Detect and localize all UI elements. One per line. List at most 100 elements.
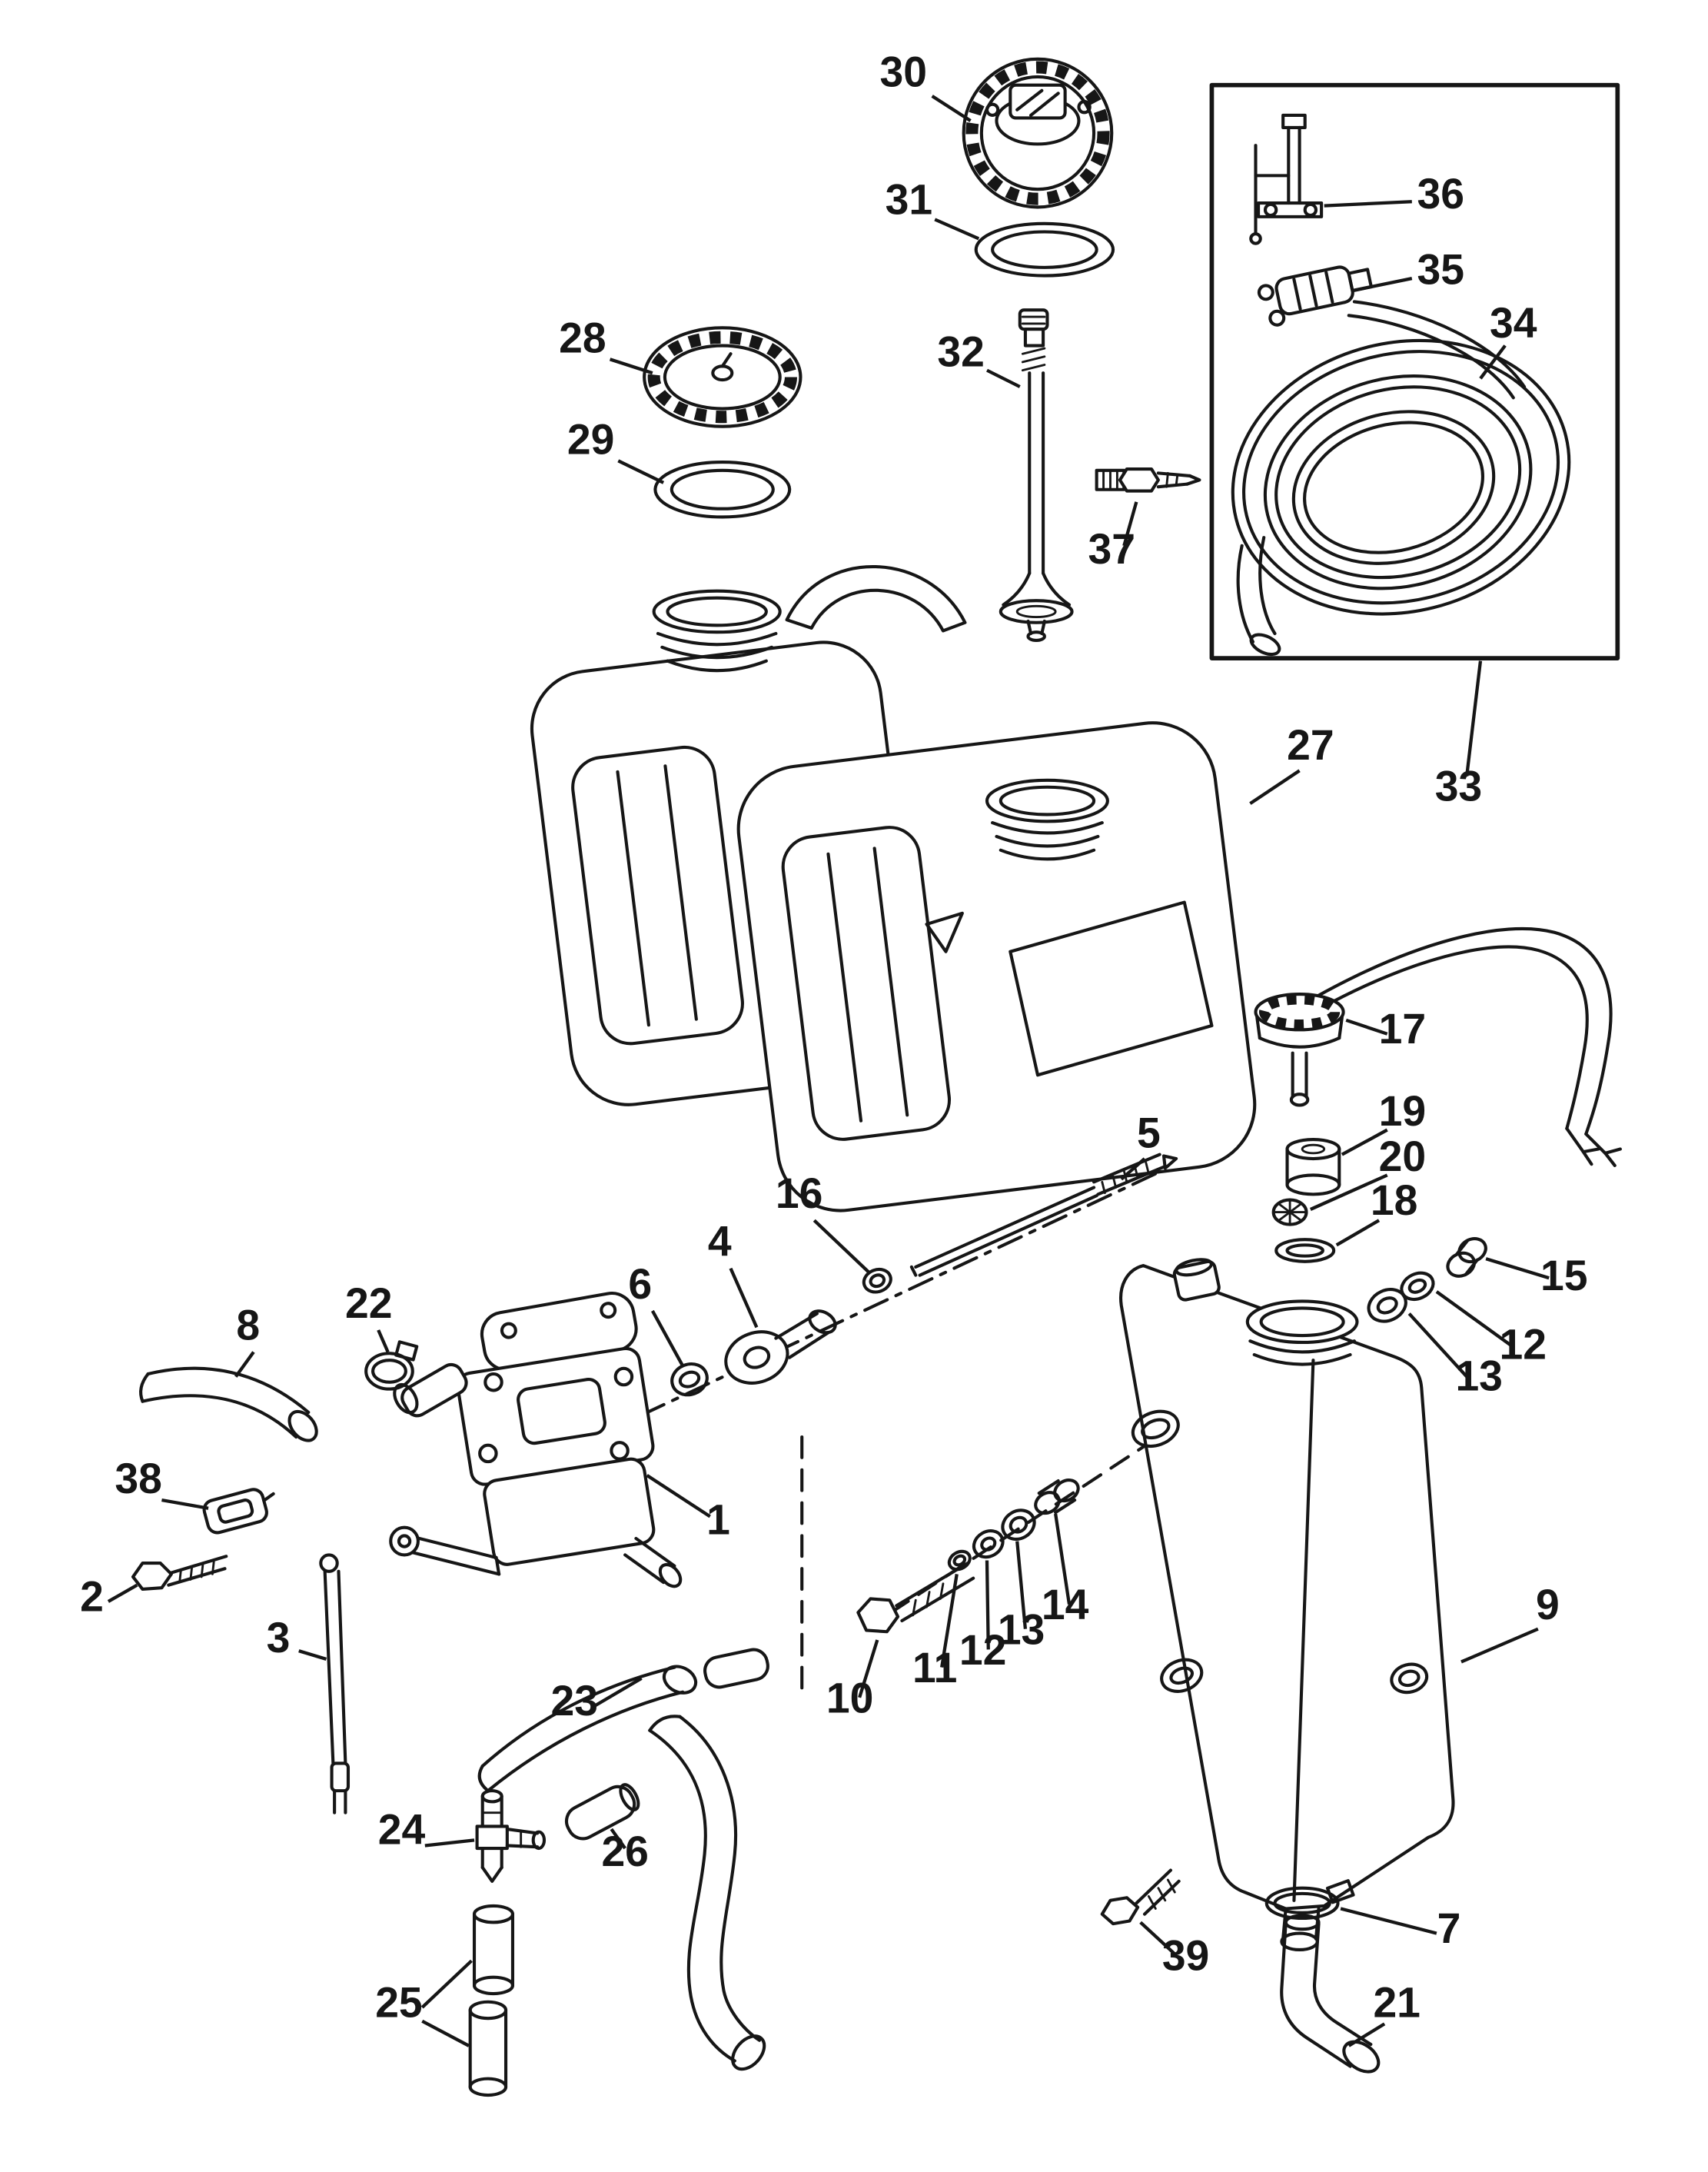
callout-22: 22 <box>345 1279 392 1327</box>
callout-9: 9 <box>1536 1581 1560 1628</box>
callout-39: 39 <box>1162 1932 1209 1980</box>
link-rod <box>319 1553 351 1814</box>
remote-hose-kit-inset <box>1209 82 1620 660</box>
coiled-hose <box>1231 300 1571 657</box>
callout-24-leader <box>424 1838 475 1848</box>
callout-12-left-leader <box>985 1560 990 1650</box>
vent-plug <box>1172 1258 1221 1302</box>
callout-13-right: 13 <box>1455 1352 1502 1399</box>
callout-6: 6 <box>628 1260 652 1308</box>
callout-14: 14 <box>1042 1581 1089 1628</box>
plain-cap-gasket <box>653 461 792 519</box>
washer-11 <box>947 1549 972 1572</box>
mount-bolt-2 <box>131 1555 228 1592</box>
callout-17-leader <box>1345 1018 1388 1036</box>
callout-34-leader <box>1479 344 1507 380</box>
callout-10-leader <box>858 1639 879 1698</box>
callout-12-right-leader <box>1435 1290 1512 1347</box>
callout-11: 11 <box>912 1644 957 1691</box>
hose-clamp-22 <box>364 1340 419 1391</box>
callout-19-leader <box>1341 1128 1388 1156</box>
callout-26: 26 <box>601 1828 648 1875</box>
callout-31: 31 <box>886 175 932 223</box>
callout-14-leader <box>1054 1513 1072 1605</box>
callout-32: 32 <box>937 328 984 375</box>
callout-23: 23 <box>550 1677 597 1725</box>
callout-13-left-leader <box>1015 1541 1028 1629</box>
callout-35-leader <box>1351 277 1413 293</box>
callout-5-leader <box>1120 1157 1146 1181</box>
callout-16: 16 <box>776 1169 822 1217</box>
hose-clamp-7 <box>1264 1879 1355 1921</box>
callout-30: 30 <box>879 48 926 95</box>
callout-34: 34 <box>1490 299 1537 347</box>
back-filler-neck <box>652 589 782 673</box>
fuel-connector-fitting <box>1095 467 1201 493</box>
callout-27: 27 <box>1287 721 1334 769</box>
dipstick-tube <box>999 308 1074 642</box>
retainer-clip <box>202 1488 275 1535</box>
spacer-14 <box>1034 1478 1080 1515</box>
callout-39-leader <box>1139 1921 1178 1957</box>
callout-29: 29 <box>567 415 614 463</box>
pump-cable <box>909 1153 1178 1277</box>
tank-label-area <box>1009 900 1214 1077</box>
callout-17: 17 <box>1379 1005 1426 1053</box>
callout-28: 28 <box>559 314 606 361</box>
callout-21-leader <box>1347 2022 1386 2047</box>
oil-reservoir-tank <box>1119 1258 1455 1952</box>
sleeve-26 <box>564 1783 640 1841</box>
callout-11-leader <box>940 1574 959 1668</box>
callout-37: 37 <box>1088 525 1135 573</box>
callout-26-leader <box>610 1828 626 1850</box>
callout-7: 7 <box>1437 1904 1461 1952</box>
callout-25-leader <box>421 2019 470 2047</box>
sleeves-25 <box>468 1904 515 2097</box>
filter-cup <box>1285 1137 1341 1196</box>
grommet-13-left <box>1001 1508 1036 1541</box>
bolt-39 <box>1100 1868 1181 1926</box>
inlet-hose <box>139 1366 318 1442</box>
callout-9-leader <box>1460 1627 1539 1664</box>
callout-18-leader <box>1335 1219 1381 1247</box>
bushing <box>1446 1237 1487 1278</box>
washer-12-left <box>972 1529 1005 1559</box>
callout-38-leader <box>161 1498 209 1510</box>
callout-1: 1 <box>706 1496 730 1544</box>
callout-25-leader <box>420 1959 473 2009</box>
callout-4: 4 <box>708 1218 732 1266</box>
oil-pump-assembly <box>389 1291 683 1588</box>
callout-15-leader <box>1485 1257 1550 1280</box>
callout-24: 24 <box>378 1806 426 1854</box>
callout-35: 35 <box>1417 245 1464 293</box>
callout-12-left: 12 <box>959 1626 1006 1674</box>
callouts-layer: 3031282932373635343327171920181512135164… <box>80 48 1587 2047</box>
sensor-cap-with-wires <box>1254 926 1622 1167</box>
tank-arrow-mark <box>925 911 964 953</box>
mounting-bracket <box>1249 113 1324 245</box>
callout-7-leader <box>1340 1907 1437 1935</box>
callout-10: 10 <box>826 1674 873 1721</box>
bolt-10 <box>856 1562 975 1634</box>
oring-6 <box>670 1362 709 1397</box>
callout-2-leader <box>107 1583 138 1603</box>
callout-8: 8 <box>236 1301 260 1349</box>
callout-8-leader <box>234 1351 255 1378</box>
gauge-cap <box>962 57 1114 209</box>
tee-fitting <box>475 1789 547 1883</box>
grommet-right <box>1367 1288 1407 1323</box>
callout-22-leader <box>377 1329 390 1353</box>
callout-6-leader <box>650 1309 684 1367</box>
callout-3: 3 <box>267 1614 291 1661</box>
callout-12-right: 12 <box>1500 1320 1547 1368</box>
callout-33-leader <box>1465 660 1483 777</box>
drain-hose <box>1280 1914 1381 2074</box>
gauge-cap-gasket <box>974 221 1115 278</box>
callout-2: 2 <box>80 1573 104 1621</box>
callout-20: 20 <box>1379 1133 1426 1180</box>
fill-hose <box>477 1648 769 1793</box>
callout-29-leader <box>617 459 665 484</box>
callout-25: 25 <box>375 1978 422 2026</box>
